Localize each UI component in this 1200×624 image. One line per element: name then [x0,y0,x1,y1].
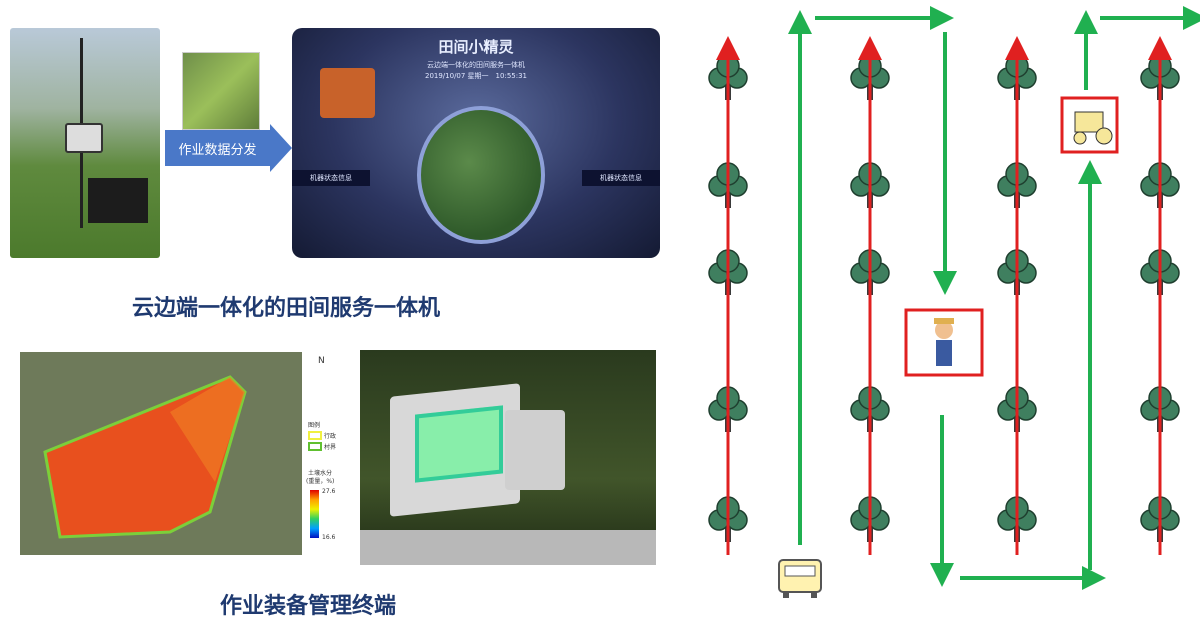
data-distribution-arrow: 作业数据分发 [165,130,270,166]
caption-terminal: 作业装备管理终端 [220,594,397,619]
legend-title: 图例 [308,422,321,429]
dashboard-subtitle: 云边端一体化的田间服务一体机 [427,61,525,69]
legend-item: 村界 [324,444,337,451]
aerial-view-circle [417,106,545,244]
robot-image [320,68,375,118]
scale-max: 27.6 [322,488,336,495]
right-panel-label: 机器状态信息 [582,170,660,186]
scale-min: 16.6 [322,534,336,541]
color-scale [310,490,319,538]
vehicle-path [788,6,1200,590]
scale-title: 土壤水分 [308,470,333,477]
farmer-icon [904,308,984,377]
tractor-icon [1060,96,1119,154]
van-icon [778,559,822,598]
field-route-diagram [708,6,1200,598]
left-panel-label: 机器状态信息 [292,170,370,186]
field-map-thumbnail [182,52,260,130]
map-legend: N 图例 行政 村界 土壤水分 (重量，%) 27.6 16.6 [302,352,345,555]
dashboard-screenshot: 田间小精灵 云边端一体化的田间服务一体机 2019/10/07 星期一 10:5… [292,28,660,258]
terminal-device-photo [360,350,656,565]
soil-moisture-map [20,352,302,555]
dashboard-datetime: 2019/10/07 星期一 10:55:31 [424,72,527,80]
arrow-label: 作业数据分发 [178,142,257,158]
legend-item: 行政 [324,433,337,440]
arrow-right-icon [270,124,292,172]
caption-service-unit: 云边端一体化的田间服务一体机 [132,296,441,321]
dashboard-title: 田间小精灵 [438,38,514,56]
field-device-photo [10,28,160,258]
north-arrow-icon: N [318,356,325,366]
scale-unit: (重量，%) [306,478,335,485]
